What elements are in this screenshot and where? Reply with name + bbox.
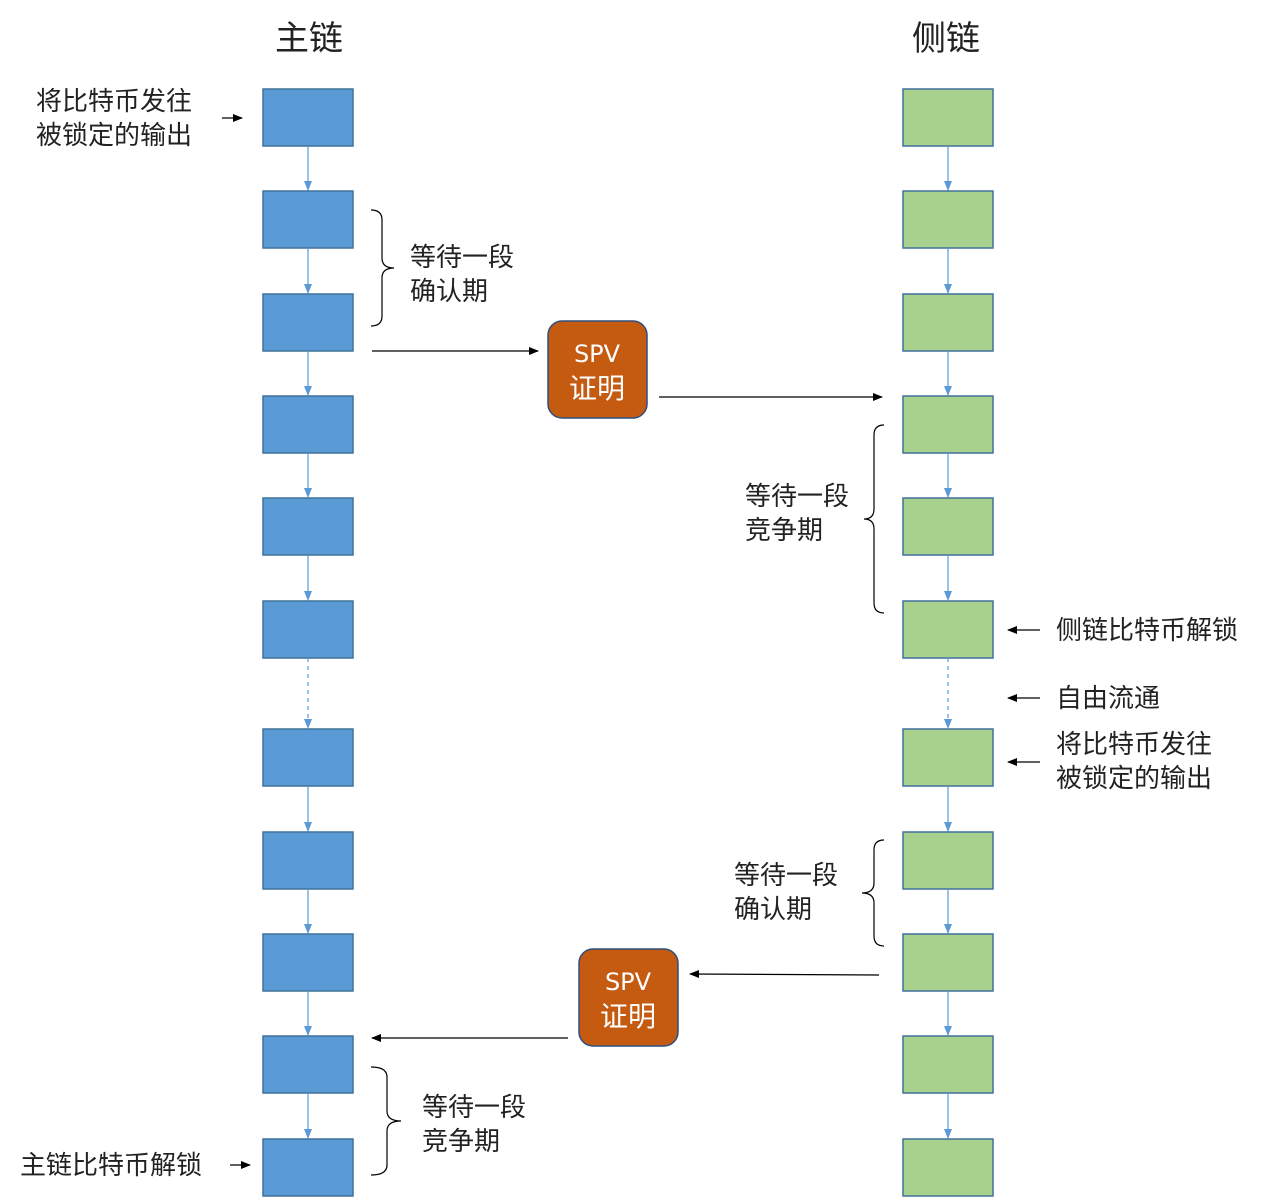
main-block-8 <box>262 831 354 890</box>
spv-box-1-line1: SPV <box>574 340 621 368</box>
label-main-unlock: 主链比特币解锁 <box>20 1151 202 1181</box>
main-block-2 <box>262 190 354 249</box>
arrow-side-to-spv2 <box>689 970 880 979</box>
side-block-5 <box>902 497 994 556</box>
brace-side-contest <box>863 424 885 614</box>
side-block-9 <box>902 933 994 992</box>
spv-box-1-line2: 证明 <box>569 372 625 405</box>
label-side-contest-wait-line1: 等待一段 <box>745 482 849 512</box>
side-chain-title: 侧链 <box>912 19 980 59</box>
brace-side-confirm <box>861 839 885 947</box>
brace-main-contest <box>370 1066 402 1176</box>
side-block-11 <box>902 1138 994 1197</box>
main-chain-title: 主链 <box>275 19 343 59</box>
main-block-1 <box>262 88 354 147</box>
label-main-contest-wait-line1: 等待一段 <box>422 1093 526 1123</box>
label-side-confirm-wait-line2: 确认期 <box>734 895 812 925</box>
main-block-3 <box>262 293 354 352</box>
main-block-9 <box>262 933 354 992</box>
spv-box-2-line2: 证明 <box>600 1000 656 1033</box>
main-block-7 <box>262 728 354 787</box>
side-block-2 <box>902 190 994 249</box>
label-side-unlock: 侧链比特币解锁 <box>1056 616 1238 646</box>
label-main-send-lock-line2: 被锁定的输出 <box>36 121 192 151</box>
label-side-send-lock-line2: 被锁定的输出 <box>1056 764 1212 794</box>
label-side-confirm-wait-line1: 等待一段 <box>734 861 838 891</box>
label-side-free-flow: 自由流通 <box>1056 684 1160 714</box>
label-side-send-lock-line1: 将比特币发往 <box>1056 730 1212 760</box>
label-main-send-lock-line1: 将比特币发往 <box>36 87 192 117</box>
main-block-5 <box>262 497 354 556</box>
label-main-contest-wait-line2: 竞争期 <box>422 1127 500 1157</box>
main-block-10 <box>262 1035 354 1094</box>
side-block-7 <box>902 728 994 787</box>
label-main-confirm-wait-line1: 等待一段 <box>410 243 514 273</box>
main-block-11 <box>262 1138 354 1197</box>
side-block-6 <box>902 600 994 659</box>
spv-box-2-line1: SPV <box>605 968 652 996</box>
main-block-4 <box>262 395 354 454</box>
label-main-confirm-wait-line2: 确认期 <box>410 277 488 307</box>
side-block-1 <box>902 88 994 147</box>
side-block-10 <box>902 1035 994 1094</box>
side-chain <box>902 88 994 1197</box>
main-chain <box>262 88 354 1197</box>
side-block-8 <box>902 831 994 890</box>
side-block-4 <box>902 395 994 454</box>
label-side-contest-wait-line2: 竞争期 <box>745 516 823 546</box>
main-block-6 <box>262 600 354 659</box>
brace-main-confirm <box>370 209 395 327</box>
spv-proof-box-2: SPV 证明 <box>578 948 679 1047</box>
side-block-3 <box>902 293 994 352</box>
spv-proof-box-1: SPV 证明 <box>547 320 648 419</box>
